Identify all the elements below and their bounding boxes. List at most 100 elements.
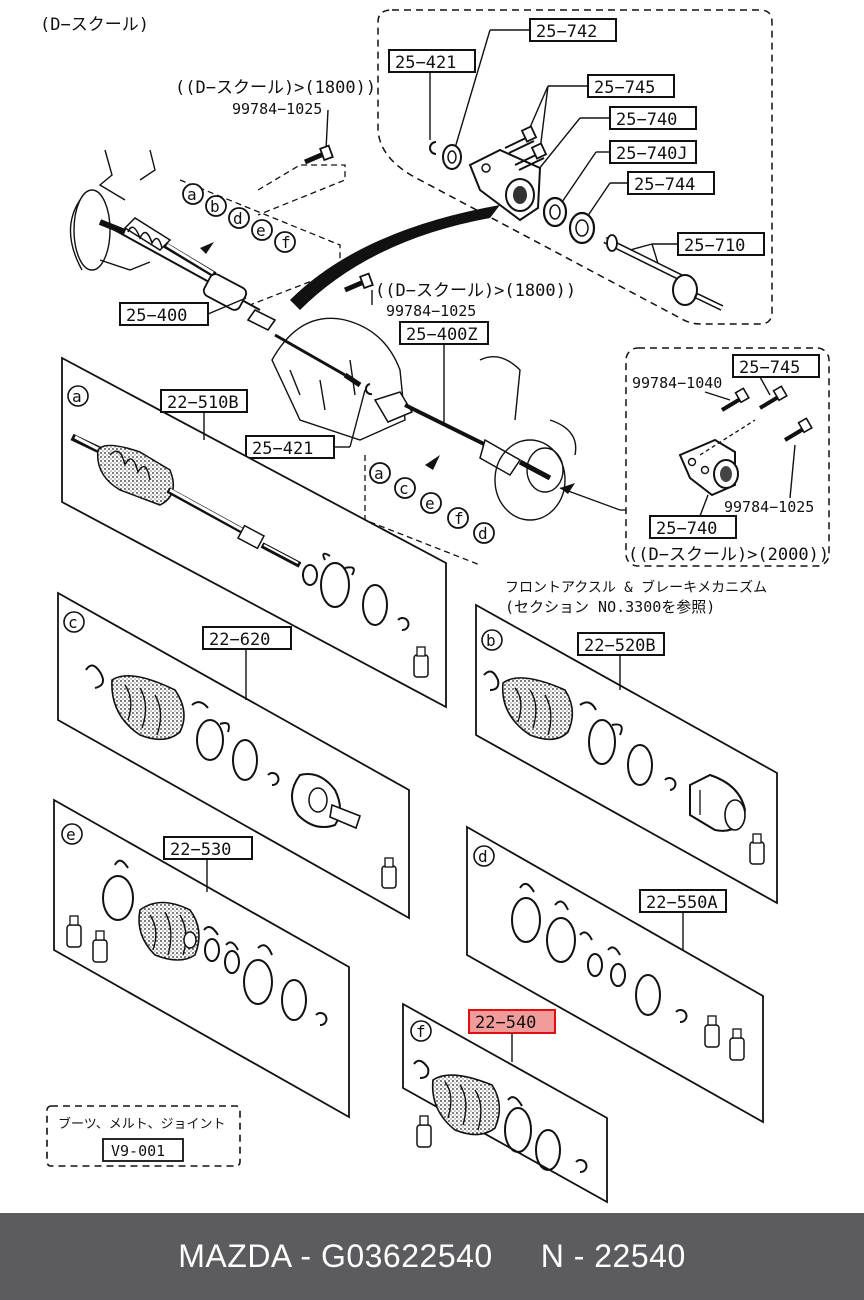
callout-22-620-label: 22−620: [209, 630, 270, 650]
panel-b-boot: [483, 670, 574, 741]
right-wheel-hub-sketch: [479, 356, 577, 521]
panel-c-clamps: [191, 701, 280, 786]
direction-arrow-left: [200, 242, 214, 254]
bolt-top-part-number: 99784−1025: [232, 100, 322, 118]
inset-bolt2-part-number: 99784−1025: [724, 498, 814, 516]
callout-22-540-label: 22−540: [475, 1013, 536, 1033]
legend-title: ブーツ、メルト、ジョイント: [58, 1116, 225, 1132]
direction-arrow-mid: [425, 455, 440, 470]
callout-25-745-top[interactable]: 25−745: [587, 74, 675, 98]
letters-group-outline: [179, 179, 341, 306]
panel-e-letter: e: [66, 825, 76, 844]
callout-22-520b-label: 22−520B: [584, 636, 656, 656]
callout-22-620[interactable]: 22−620: [202, 626, 292, 650]
badge-top-e: e: [256, 221, 266, 240]
callout-25-740j[interactable]: 25−740J: [609, 140, 697, 164]
legend-code: V9-001: [111, 1142, 165, 1160]
callout-22-510b-label: 22−510B: [167, 393, 239, 413]
inset-bolt1-part-number: 99784−1040: [632, 374, 722, 392]
reference-line-2: (セクション NO.3300を参照): [505, 598, 715, 616]
panel-b-grease-tube: [749, 833, 765, 865]
callout-25-421-top[interactable]: 25−421: [388, 49, 476, 73]
callout-25-400z[interactable]: 25−400Z: [399, 321, 489, 345]
callout-25-400-label: 25−400: [126, 306, 187, 326]
callout-25-742[interactable]: 25−742: [529, 18, 617, 42]
callout-22-530[interactable]: 22−530: [163, 836, 253, 860]
callout-25-421-top-label: 25−421: [395, 53, 456, 73]
callout-25-421-mid[interactable]: 25−421: [245, 435, 335, 459]
callout-25-400[interactable]: 25−400: [119, 302, 209, 326]
bolt-mid: [344, 272, 374, 293]
badge-mid-a: a: [374, 464, 384, 483]
callout-25-744-label: 25−744: [634, 175, 695, 195]
transmission-sketch: [271, 317, 406, 441]
callout-25-421-mid-label: 25−421: [252, 439, 313, 459]
panel-d-letter: d: [478, 847, 488, 866]
letter-badges-top: a b d e f: [182, 183, 296, 253]
panel-c-grease-tube: [381, 857, 397, 889]
callout-25-740-inset[interactable]: 25−740: [649, 515, 737, 539]
panel-e-boot: [138, 901, 200, 961]
parts-diagram: (D−スクール) 25−742 25−421 25−745 25−740 25−…: [40, 9, 830, 1204]
callout-22-550a-label: 22−550A: [646, 893, 718, 913]
panel-e-clamp-large: [102, 859, 134, 921]
badge-top-a: a: [187, 185, 197, 204]
snap-ring-part: [429, 141, 437, 155]
callout-25-710[interactable]: 25−710: [677, 232, 765, 256]
callout-25-742-label: 25−742: [536, 22, 597, 42]
callout-22-540[interactable]: 22−540: [468, 1009, 556, 1034]
callout-25-740-top-label: 25−740: [616, 110, 677, 130]
reference-line-1: フロントアクスル & ブレーキメカニズム: [505, 579, 767, 596]
panel-c-cv-joint: [291, 773, 361, 830]
panel-e-grease-tubes: [66, 915, 108, 963]
footer-brand-part-number: MAZDA - G03622540: [178, 1238, 493, 1274]
badge-top-d: d: [233, 209, 243, 228]
panel-e-outline: [53, 798, 350, 1119]
callout-25-744[interactable]: 25−744: [627, 171, 715, 195]
panel-c-boot: [85, 664, 185, 741]
right-driveshaft-assembly: [274, 333, 552, 481]
panel-b-tripod-joint: [689, 773, 747, 832]
bolt-top-condition: ((D−スクール)>(1800)): [175, 78, 376, 98]
badge-top-b: b: [210, 197, 220, 216]
callout-25-740-top[interactable]: 25−740: [609, 106, 697, 130]
badge-mid-c: c: [399, 479, 409, 498]
bolt-part: [504, 125, 548, 171]
panel-d-grease-tubes: [704, 1015, 745, 1061]
inset-condition: ((D−スクール)>(2000)): [628, 545, 829, 565]
intermediate-shaft-part: [603, 234, 724, 311]
callout-22-520b[interactable]: 22−520B: [577, 632, 665, 656]
panel-f-boot: [413, 1059, 501, 1136]
panel-f-outline: [402, 1002, 608, 1204]
panel-d-clamps: [511, 882, 688, 1023]
panel-f-clamps: [504, 1096, 588, 1173]
footer-bar: MAZDA - G03622540 N - 22540: [0, 1213, 864, 1300]
badge-mid-e: e: [425, 494, 435, 513]
bolt-top: [304, 144, 334, 165]
panel-c-letter: c: [68, 613, 78, 632]
inset-bracket: [678, 438, 739, 497]
panel-f-letter: f: [416, 1022, 426, 1041]
bolt-mid-condition: ((D−スクール)>(1800)): [375, 281, 576, 301]
badge-top-f: f: [281, 233, 291, 252]
inset-bolts: [720, 385, 813, 442]
top-group-dashed-outline: [377, 9, 773, 325]
callout-22-530-label: 22−530: [170, 840, 231, 860]
panel-b-clamps: [579, 701, 677, 791]
left-driveshaft-assembly: [98, 217, 277, 332]
swoosh-arrow: [290, 205, 500, 310]
legend-box: [46, 1105, 241, 1167]
inset-dashed-box: [625, 347, 830, 567]
callout-22-510b[interactable]: 22−510B: [160, 389, 248, 413]
callout-25-745-inset[interactable]: 25−745: [732, 354, 820, 378]
callout-25-745-inset-label: 25−745: [739, 358, 800, 378]
panel-b-outline: [475, 603, 778, 905]
badge-mid-d: d: [478, 524, 488, 543]
badge-mid-f: f: [454, 509, 464, 528]
bolt-mid-part-number: 99784−1025: [386, 302, 476, 320]
callout-25-400z-label: 25−400Z: [406, 325, 478, 345]
callout-22-550a[interactable]: 22−550A: [639, 889, 727, 913]
panel-e-clamps: [203, 925, 328, 1026]
header-note: (D−スクール): [40, 15, 149, 35]
